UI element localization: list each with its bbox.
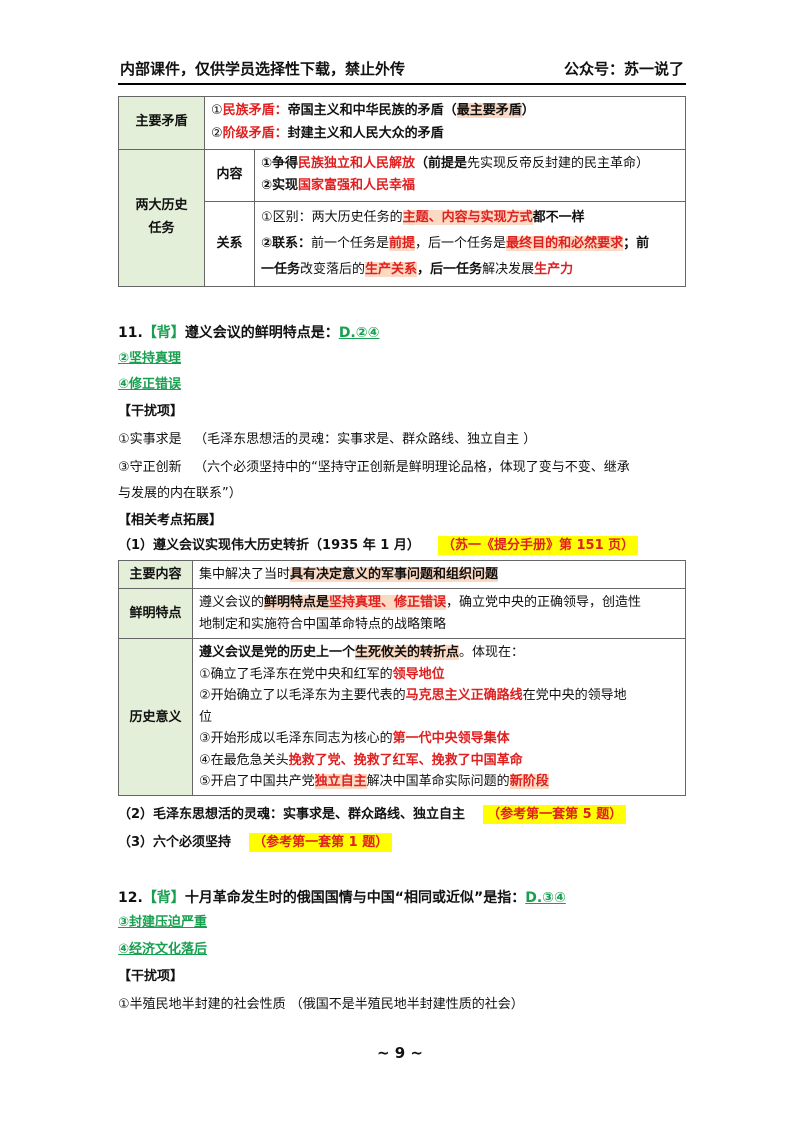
- sub-head: 内容: [204, 148, 255, 202]
- zunyi-table: 主要内容 集中解决了当时具有决定意义的军事问题和组织问题 鲜明特点 遵义会议的鲜…: [118, 559, 686, 797]
- row-head: 两大历史任务: [118, 148, 205, 287]
- header-right: 公众号：苏一说了: [563, 60, 684, 78]
- distractor-item: ①实事求是 （毛泽东思想活的灵魂：实事求是、群众路线、独立自主 ）: [118, 432, 537, 447]
- sub-head: 关系: [204, 201, 255, 287]
- row-head: 鲜明特点: [118, 588, 193, 640]
- extension-item: （3）六个必须坚持 （参考第一套第 1 题）: [118, 833, 686, 854]
- table-cell: ①争得民族独立和人民解放（前提是先实现反帝反封建的民主革命） ②实现国家富强和人…: [254, 148, 686, 202]
- contradiction-table: 主要矛盾 ①民族矛盾：帝国主义和中华民族的矛盾（最主要矛盾） ②阶级矛盾：封建主…: [118, 96, 686, 287]
- extension-item: （1）遵义会议实现伟大历史转折（1935 年 1 月） （苏一《提分手册》第 1…: [118, 536, 686, 557]
- distractor-item: ①半殖民地半封建的社会性质 （俄国不是半殖民地半封建性质的社会）: [118, 997, 524, 1012]
- table-cell: 遵义会议的鲜明特点是坚持真理、修正错误，确立党中央的正确领导，创造性 地制定和实…: [192, 588, 686, 640]
- answer-option: ④经济文化落后: [118, 942, 208, 957]
- distractor-item: ③守正创新 （六个必须坚持中的“坚持守正创新是鲜明理论品格，体现了变与不变、继承: [118, 460, 630, 475]
- answer-option: ③封建压迫严重: [118, 915, 208, 930]
- answer-option: ④修正错误: [118, 377, 182, 392]
- page-number: ~ 9 ~: [376, 1044, 424, 1062]
- distractor-heading: 【干扰项】: [118, 969, 184, 984]
- table-row: 历史意义 遵义会议是党的历史上一个生死攸关的转折点。体现在： ①确立了毛泽东在党…: [118, 638, 686, 797]
- page-header: 内部课件，仅供学员选择性下载，禁止外传 公众号：苏一说了: [118, 55, 686, 85]
- table-cell: ①区别：两大历史任务的主题、内容与实现方式都不一样 ②联系：前一个任务是前提，后…: [254, 201, 686, 287]
- table-row: 主要矛盾 ①民族矛盾：帝国主义和中华民族的矛盾（最主要矛盾） ②阶级矛盾：封建主…: [118, 96, 686, 150]
- table-row: 鲜明特点 遵义会议的鲜明特点是坚持真理、修正错误，确立党中央的正确领导，创造性 …: [118, 588, 686, 640]
- table-row: 主要内容 集中解决了当时具有决定意义的军事问题和组织问题: [118, 559, 686, 590]
- extension-item: （2）毛泽东思想活的灵魂：实事求是、群众路线、独立自主 （参考第一套第 5 题）: [118, 805, 686, 826]
- row-head: 历史意义: [118, 638, 193, 797]
- row-head: 主要内容: [118, 559, 193, 590]
- distractor-heading: 【干扰项】: [118, 404, 184, 419]
- table-cell: 遵义会议是党的历史上一个生死攸关的转折点。体现在： ①确立了毛泽东在党中央和红军…: [192, 638, 686, 797]
- header-left: 内部课件，仅供学员选择性下载，禁止外传: [120, 60, 406, 78]
- distractor-item-cont: 与发展的内在联系”）: [118, 486, 242, 501]
- question-12: 12.【背】十月革命发生时的俄国国情与中国“相同或近似”是指：D.③④: [118, 890, 566, 906]
- table-cell: 集中解决了当时具有决定意义的军事问题和组织问题: [192, 559, 686, 590]
- table-row: 两大历史任务 内容 ①争得民族独立和人民解放（前提是先实现反帝反封建的民主革命）…: [118, 148, 686, 287]
- table-cell: ①民族矛盾：帝国主义和中华民族的矛盾（最主要矛盾） ②阶级矛盾：封建主义和人民大…: [204, 96, 686, 150]
- extension-heading: 【相关考点拓展】: [118, 513, 223, 528]
- question-11: 11.【背】遵义会议的鲜明特点是：D.②④: [118, 325, 380, 341]
- answer-option: ②坚持真理: [118, 351, 182, 366]
- row-head: 主要矛盾: [118, 96, 205, 150]
- table-row: 关系 ①区别：两大历史任务的主题、内容与实现方式都不一样 ②联系：前一个任务是前…: [119, 201, 686, 287]
